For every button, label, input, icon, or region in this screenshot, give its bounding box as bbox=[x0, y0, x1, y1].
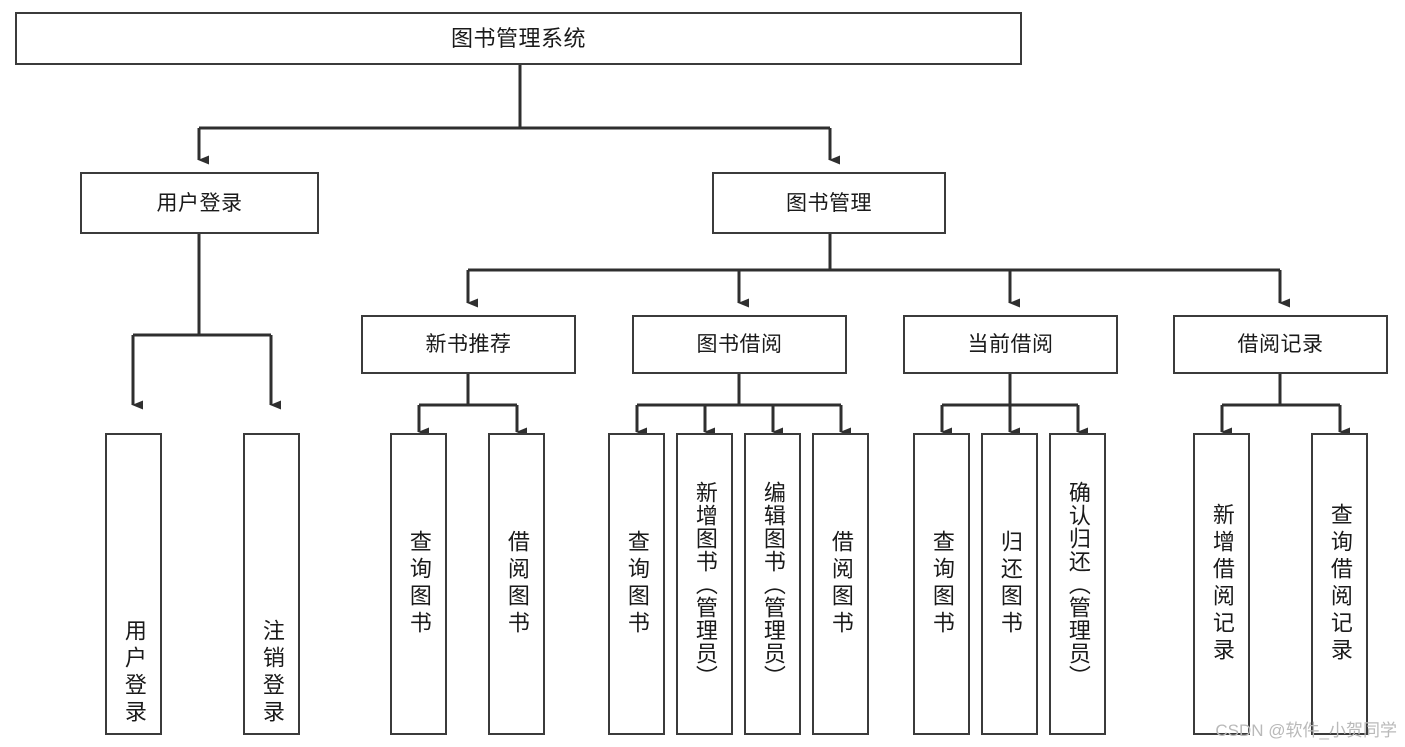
node-label: 借阅图书 bbox=[828, 530, 854, 638]
node-label: 归还图书 bbox=[997, 530, 1023, 638]
node-label: 图书管理 bbox=[786, 191, 872, 215]
node-label: 图书管理系统 bbox=[450, 25, 586, 51]
node-label: 编辑图书（管理员） bbox=[760, 480, 786, 688]
node-label: 确认归还（管理员） bbox=[1065, 480, 1091, 688]
node-root-book-management-system[interactable]: 图书管理系统 bbox=[15, 12, 1022, 65]
leaf-borrow-record-query-record[interactable]: 查询借阅记录 bbox=[1311, 433, 1368, 735]
node-label: 借阅记录 bbox=[1237, 333, 1324, 356]
leaf-new-book-borrow-book[interactable]: 借阅图书 bbox=[488, 433, 545, 735]
leaf-new-book-query-book[interactable]: 查询图书 bbox=[390, 433, 447, 735]
node-label: 当前借阅 bbox=[967, 333, 1054, 356]
leaf-current-borrow-return-book[interactable]: 归还图书 bbox=[981, 433, 1038, 735]
node-label: 用户登录 bbox=[156, 191, 243, 215]
leaf-book-borrow-add-book-admin[interactable]: 新增图书（管理员） bbox=[676, 433, 733, 735]
leaf-book-borrow-query-book[interactable]: 查询图书 bbox=[608, 433, 665, 735]
node-label: 查询图书 bbox=[929, 530, 955, 638]
node-book-borrow[interactable]: 图书借阅 bbox=[632, 315, 847, 374]
leaf-book-borrow-borrow-book[interactable]: 借阅图书 bbox=[812, 433, 869, 735]
node-book-management[interactable]: 图书管理 bbox=[712, 172, 946, 234]
node-borrow-record[interactable]: 借阅记录 bbox=[1173, 315, 1388, 374]
node-current-borrow[interactable]: 当前借阅 bbox=[903, 315, 1118, 374]
leaf-borrow-record-add-record[interactable]: 新增借阅记录 bbox=[1193, 433, 1250, 735]
node-label: 用户登录 bbox=[121, 619, 147, 727]
node-label: 查询图书 bbox=[624, 530, 650, 638]
leaf-user-logout[interactable]: 注销登录 bbox=[243, 433, 300, 735]
node-new-book-recommend[interactable]: 新书推荐 bbox=[361, 315, 576, 374]
leaf-current-borrow-query-book[interactable]: 查询图书 bbox=[913, 433, 970, 735]
node-label: 新增借阅记录 bbox=[1209, 503, 1235, 665]
leaf-current-borrow-confirm-return-admin[interactable]: 确认归还（管理员） bbox=[1049, 433, 1106, 735]
node-label: 新书推荐 bbox=[425, 333, 512, 356]
node-user-login[interactable]: 用户登录 bbox=[80, 172, 319, 234]
node-label: 注销登录 bbox=[259, 619, 285, 727]
node-label: 图书借阅 bbox=[696, 333, 783, 356]
leaf-book-borrow-edit-book-admin[interactable]: 编辑图书（管理员） bbox=[744, 433, 801, 735]
watermark: CSDN @软件_小贺同学 bbox=[1215, 721, 1397, 740]
leaf-user-login[interactable]: 用户登录 bbox=[105, 433, 162, 735]
node-label: 借阅图书 bbox=[504, 530, 530, 638]
node-label: 查询借阅记录 bbox=[1327, 503, 1353, 665]
node-label: 查询图书 bbox=[406, 530, 432, 638]
node-label: 新增图书（管理员） bbox=[692, 480, 718, 688]
